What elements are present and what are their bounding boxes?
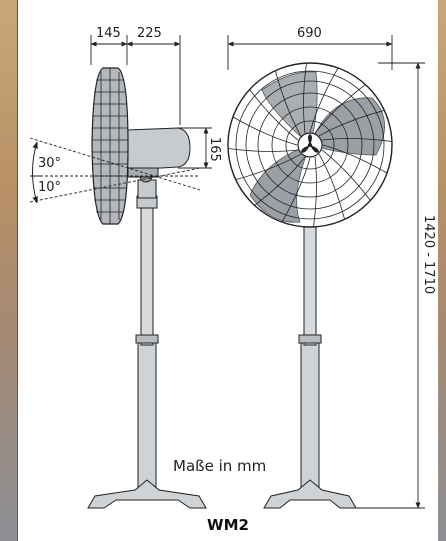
dim-690-label: 690 xyxy=(297,26,322,41)
dim-165-label: 165 xyxy=(207,137,222,162)
guard-spoke xyxy=(314,84,366,134)
guard-spoke xyxy=(309,67,339,133)
model-label: WM2 xyxy=(207,516,249,534)
guard-spoke xyxy=(318,153,345,220)
front-view: 690 1420 - 1710 xyxy=(227,26,436,509)
tilt-up-label: 30° xyxy=(38,156,61,171)
guard-spoke xyxy=(318,110,385,137)
guard-spoke xyxy=(249,89,299,141)
front-guard-spokes xyxy=(228,63,392,227)
guard-spoke xyxy=(322,144,388,174)
tilt-down-label: 10° xyxy=(38,180,61,195)
dim-225-label: 225 xyxy=(137,26,162,41)
dim-height-label: 1420 - 1710 xyxy=(421,215,436,294)
guard-spoke xyxy=(235,153,302,180)
side-motor xyxy=(126,127,191,171)
guard-spoke xyxy=(313,156,317,227)
side-pole-lower xyxy=(137,339,157,496)
guard-spoke xyxy=(254,156,306,206)
units-note: Maße in mm xyxy=(173,457,266,475)
front-pole-upper xyxy=(303,214,317,346)
front-pole-joint xyxy=(298,334,322,344)
side-yoke xyxy=(137,179,157,199)
guard-spoke xyxy=(303,63,307,134)
side-pole-joint xyxy=(135,334,159,344)
guard-spoke xyxy=(281,157,311,223)
side-view: 30° 10° 145 225 165 xyxy=(29,26,222,509)
guard-spoke xyxy=(321,138,392,142)
guard-spoke xyxy=(275,70,302,137)
hub-logo-icon xyxy=(301,134,319,153)
side-base xyxy=(87,479,207,509)
tilt-arc xyxy=(32,141,38,204)
guard-spoke xyxy=(321,149,371,201)
front-base xyxy=(263,479,357,509)
front-pole-lower xyxy=(300,339,320,496)
dim-145-label: 145 xyxy=(96,26,121,41)
guard-spoke xyxy=(232,116,298,146)
side-pole-upper xyxy=(140,199,154,346)
front-blades xyxy=(249,71,385,223)
guard-spoke xyxy=(228,148,299,152)
